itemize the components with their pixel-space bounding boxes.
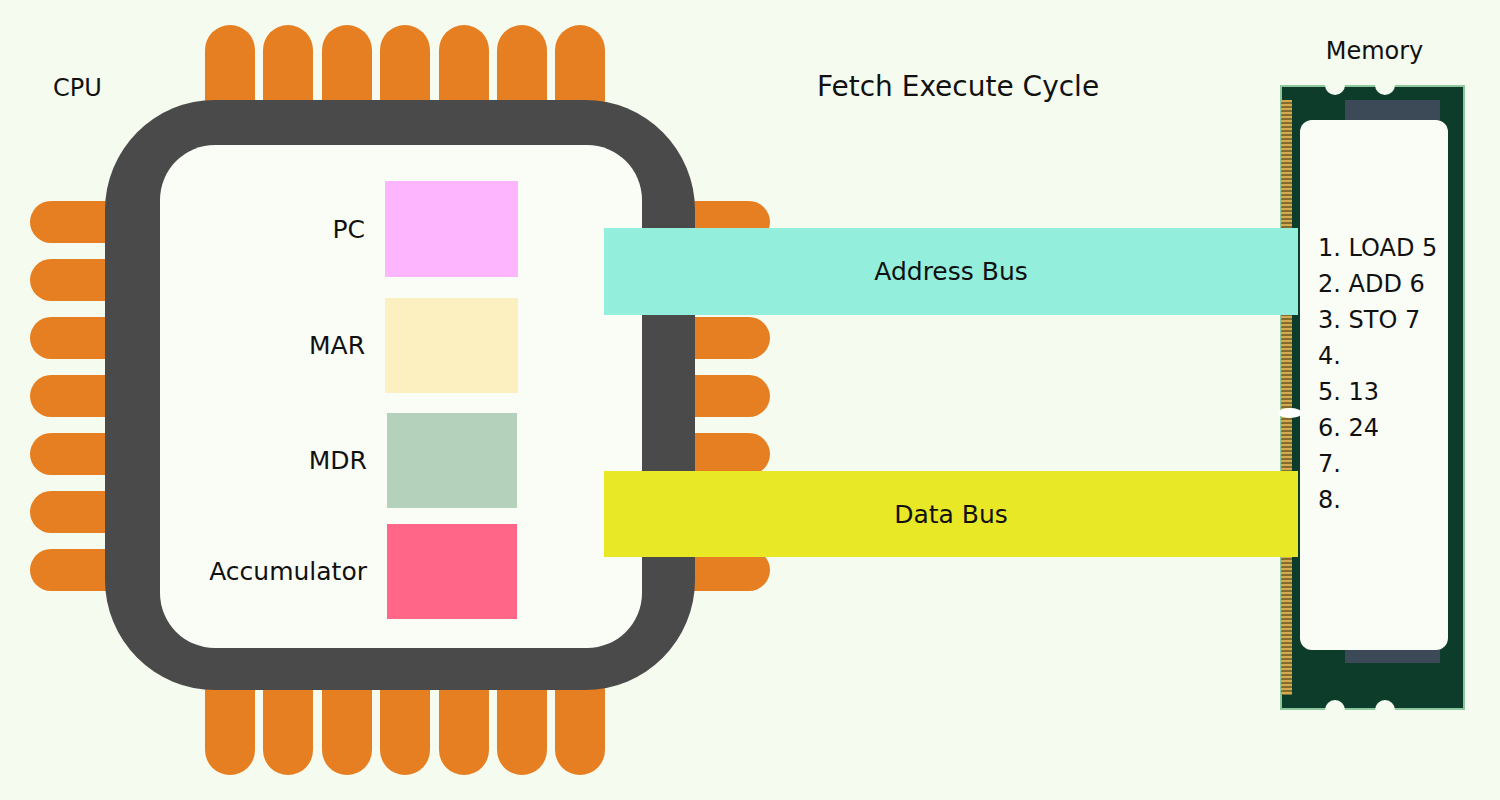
memory-cell: 1. LOAD 5 <box>1318 230 1448 266</box>
register-label: Accumulator <box>209 524 367 619</box>
register-label: PC <box>332 181 365 277</box>
chip-label: CPU <box>53 74 102 102</box>
memory-cell: 7. <box>1318 446 1448 482</box>
cpu-chip: CPUPCMARMDRAccumulator <box>105 100 695 690</box>
memory-cell: 3. STO 7 <box>1318 302 1448 338</box>
bus-label: Data Bus <box>894 500 1008 529</box>
register-box: MAR <box>385 298 518 393</box>
diagram-title: Fetch Execute Cycle <box>658 70 1258 103</box>
register-label: MDR <box>309 413 367 508</box>
register-box: MDR <box>387 413 517 508</box>
register-box: Accumulator <box>387 524 517 619</box>
memory-cell: 4. <box>1318 338 1448 374</box>
memory-cell: 8. <box>1318 482 1448 518</box>
memory-heading: Memory <box>1242 37 1500 65</box>
memory-module: Memory1. LOAD 52. ADD 63. STO 74.5. 136.… <box>1280 85 1465 710</box>
bus-band: Address Bus <box>604 228 1298 315</box>
register-box: PC <box>385 181 518 277</box>
register-label: MAR <box>309 298 365 393</box>
memory-cell: 6. 24 <box>1318 410 1448 446</box>
memory-cell: 2. ADD 6 <box>1318 266 1448 302</box>
bus-band: Data Bus <box>604 471 1298 557</box>
pin-group <box>30 25 770 775</box>
bus-label: Address Bus <box>874 257 1028 286</box>
memory-panel: 1. LOAD 52. ADD 63. STO 74.5. 136. 247.8… <box>1300 120 1448 650</box>
memory-cell: 5. 13 <box>1318 374 1448 410</box>
